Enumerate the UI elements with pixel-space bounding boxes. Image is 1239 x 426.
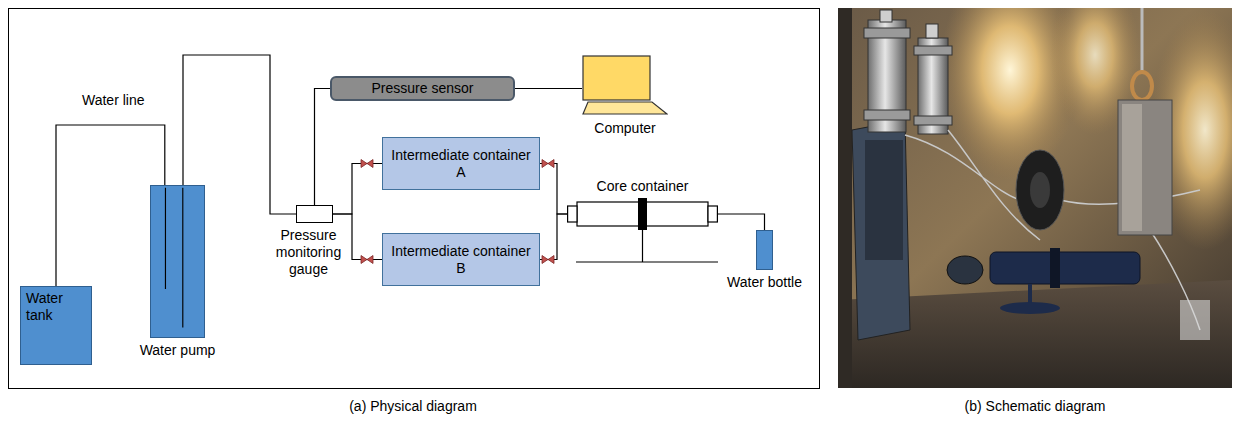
container-box: Intermediate container A xyxy=(382,137,540,190)
pipe-line xyxy=(515,88,582,89)
lab-photo xyxy=(838,8,1232,388)
text-group: Pressure sensor xyxy=(372,80,474,97)
node-text: Pressure monitoring gauge xyxy=(267,227,351,277)
core-holder: Core container xyxy=(567,198,718,230)
pipe-line xyxy=(333,164,382,215)
pipe-line xyxy=(56,125,165,286)
text-group: Intermediate container B xyxy=(391,243,531,277)
text-group: Water tank xyxy=(26,290,86,324)
computer-icon: Computer xyxy=(582,55,668,115)
panel-border xyxy=(9,9,820,389)
edge-label: Water line xyxy=(80,92,147,109)
node-text: Intermediate container A xyxy=(391,147,531,181)
outside-label: Pressure monitoring gauge xyxy=(267,227,351,277)
outside-label: Computer xyxy=(594,120,655,137)
pipe-line xyxy=(540,214,567,260)
valve-symbol xyxy=(542,160,554,168)
keyboard-base xyxy=(583,102,667,114)
pipe-line xyxy=(540,164,567,215)
node-text: Water tank xyxy=(26,290,86,324)
node-text: Water bottle xyxy=(727,274,802,291)
pump-pipes xyxy=(151,186,204,337)
valve-symbol xyxy=(361,256,373,264)
bottle-box: Water bottle xyxy=(756,230,773,270)
node-text: Water pump xyxy=(140,342,216,359)
outside-label: Water pump xyxy=(140,342,216,359)
gauge-box: Pressure monitoring gauge xyxy=(296,205,333,223)
panel-caption: (b) Schematic diagram xyxy=(965,398,1106,415)
pump-box: Water pump xyxy=(150,185,205,338)
holder-cap xyxy=(568,206,577,222)
node-text: Pressure sensor xyxy=(372,80,474,97)
core-stand xyxy=(576,230,718,262)
pipe-line xyxy=(315,89,331,206)
node-text: Intermediate container B xyxy=(391,243,531,277)
outside-label: Water bottle xyxy=(727,274,802,291)
valve-symbol xyxy=(361,160,373,168)
sensor-box: Pressure sensor xyxy=(330,76,515,101)
monitor-screen xyxy=(583,56,650,100)
node-text: Core container xyxy=(597,178,689,195)
core-drawing xyxy=(567,198,718,230)
text-group: Intermediate container A xyxy=(391,147,531,181)
panel-caption: (a) Physical diagram xyxy=(349,398,477,415)
container-box: Intermediate container B xyxy=(382,233,540,286)
holder-cap xyxy=(708,206,717,222)
outside-label: Core container xyxy=(597,178,689,195)
tank-box: Water tank xyxy=(20,286,92,365)
pipe-end xyxy=(165,188,182,328)
valve-symbol xyxy=(542,256,554,264)
node-text: Computer xyxy=(594,120,655,137)
pipe-line xyxy=(718,214,765,230)
computer-drawing xyxy=(582,55,668,115)
core-sample xyxy=(638,198,647,230)
